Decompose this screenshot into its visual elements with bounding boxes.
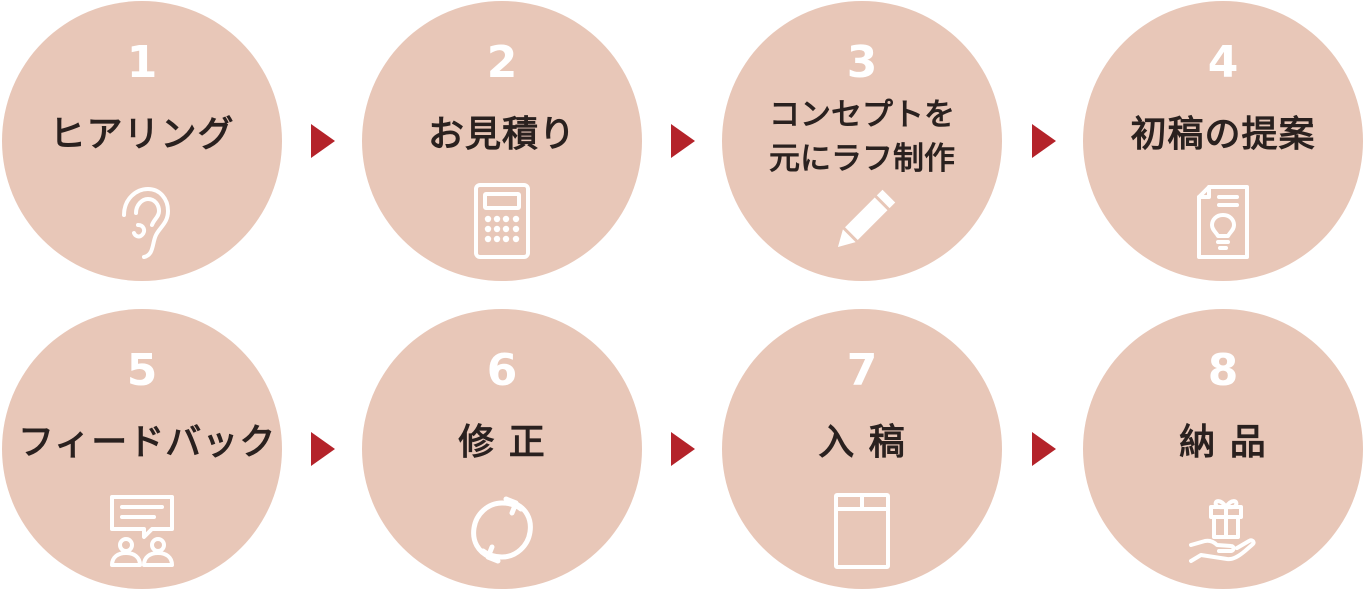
step-label: 初稿の提案: [1130, 114, 1316, 155]
step-rough-draft: 3 コンセプトを 元にラフ制作: [722, 1, 1002, 281]
step-number: 5: [126, 345, 158, 396]
step-hearing: 1 ヒアリング: [2, 1, 282, 281]
calculator-icon: [474, 183, 530, 259]
refresh-cycle-icon: [471, 496, 533, 564]
envelope-icon: [834, 493, 890, 569]
gift-hand-icon: [1189, 499, 1256, 563]
step-label-line-2: 元にラフ制作: [769, 141, 955, 177]
step-first-proposal: 4 初稿の提案: [1083, 1, 1363, 281]
step-label: 入 稿: [818, 422, 906, 463]
pencil-icon: [837, 189, 896, 248]
feedback-people-icon: [110, 495, 174, 567]
step-number: 3: [846, 37, 878, 88]
document-lightbulb-icon: [1197, 185, 1249, 259]
step-label: ヒアリング: [49, 114, 235, 155]
ear-icon: [122, 187, 170, 259]
flow-arrow: [671, 124, 695, 158]
step-number: 6: [486, 345, 518, 396]
flow-arrow: [311, 124, 335, 158]
step-label-line-1: コンセプトを: [769, 97, 955, 133]
flow-arrow: [1032, 124, 1056, 158]
step-number: 1: [126, 37, 158, 88]
step-label: お見積り: [427, 114, 576, 155]
flow-arrow: [671, 432, 695, 466]
step-submission: 7 入 稿: [722, 309, 1002, 589]
step-label: 修 正: [458, 422, 546, 463]
step-number: 4: [1207, 37, 1239, 88]
step-label: コンセプトを 元にラフ制作: [738, 93, 986, 181]
flow-arrow: [311, 432, 335, 466]
step-label: 納 品: [1179, 422, 1267, 463]
flow-arrow: [1032, 432, 1056, 466]
step-estimate: 2 お見積り: [362, 1, 642, 281]
step-feedback: 5 フィードバック: [2, 309, 282, 589]
step-delivery: 8 納 品: [1083, 309, 1363, 589]
step-label: フィードバック: [18, 422, 277, 463]
step-number: 7: [846, 345, 878, 396]
step-revision: 6 修 正: [362, 309, 642, 589]
step-number: 2: [486, 37, 518, 88]
step-number: 8: [1207, 345, 1239, 396]
